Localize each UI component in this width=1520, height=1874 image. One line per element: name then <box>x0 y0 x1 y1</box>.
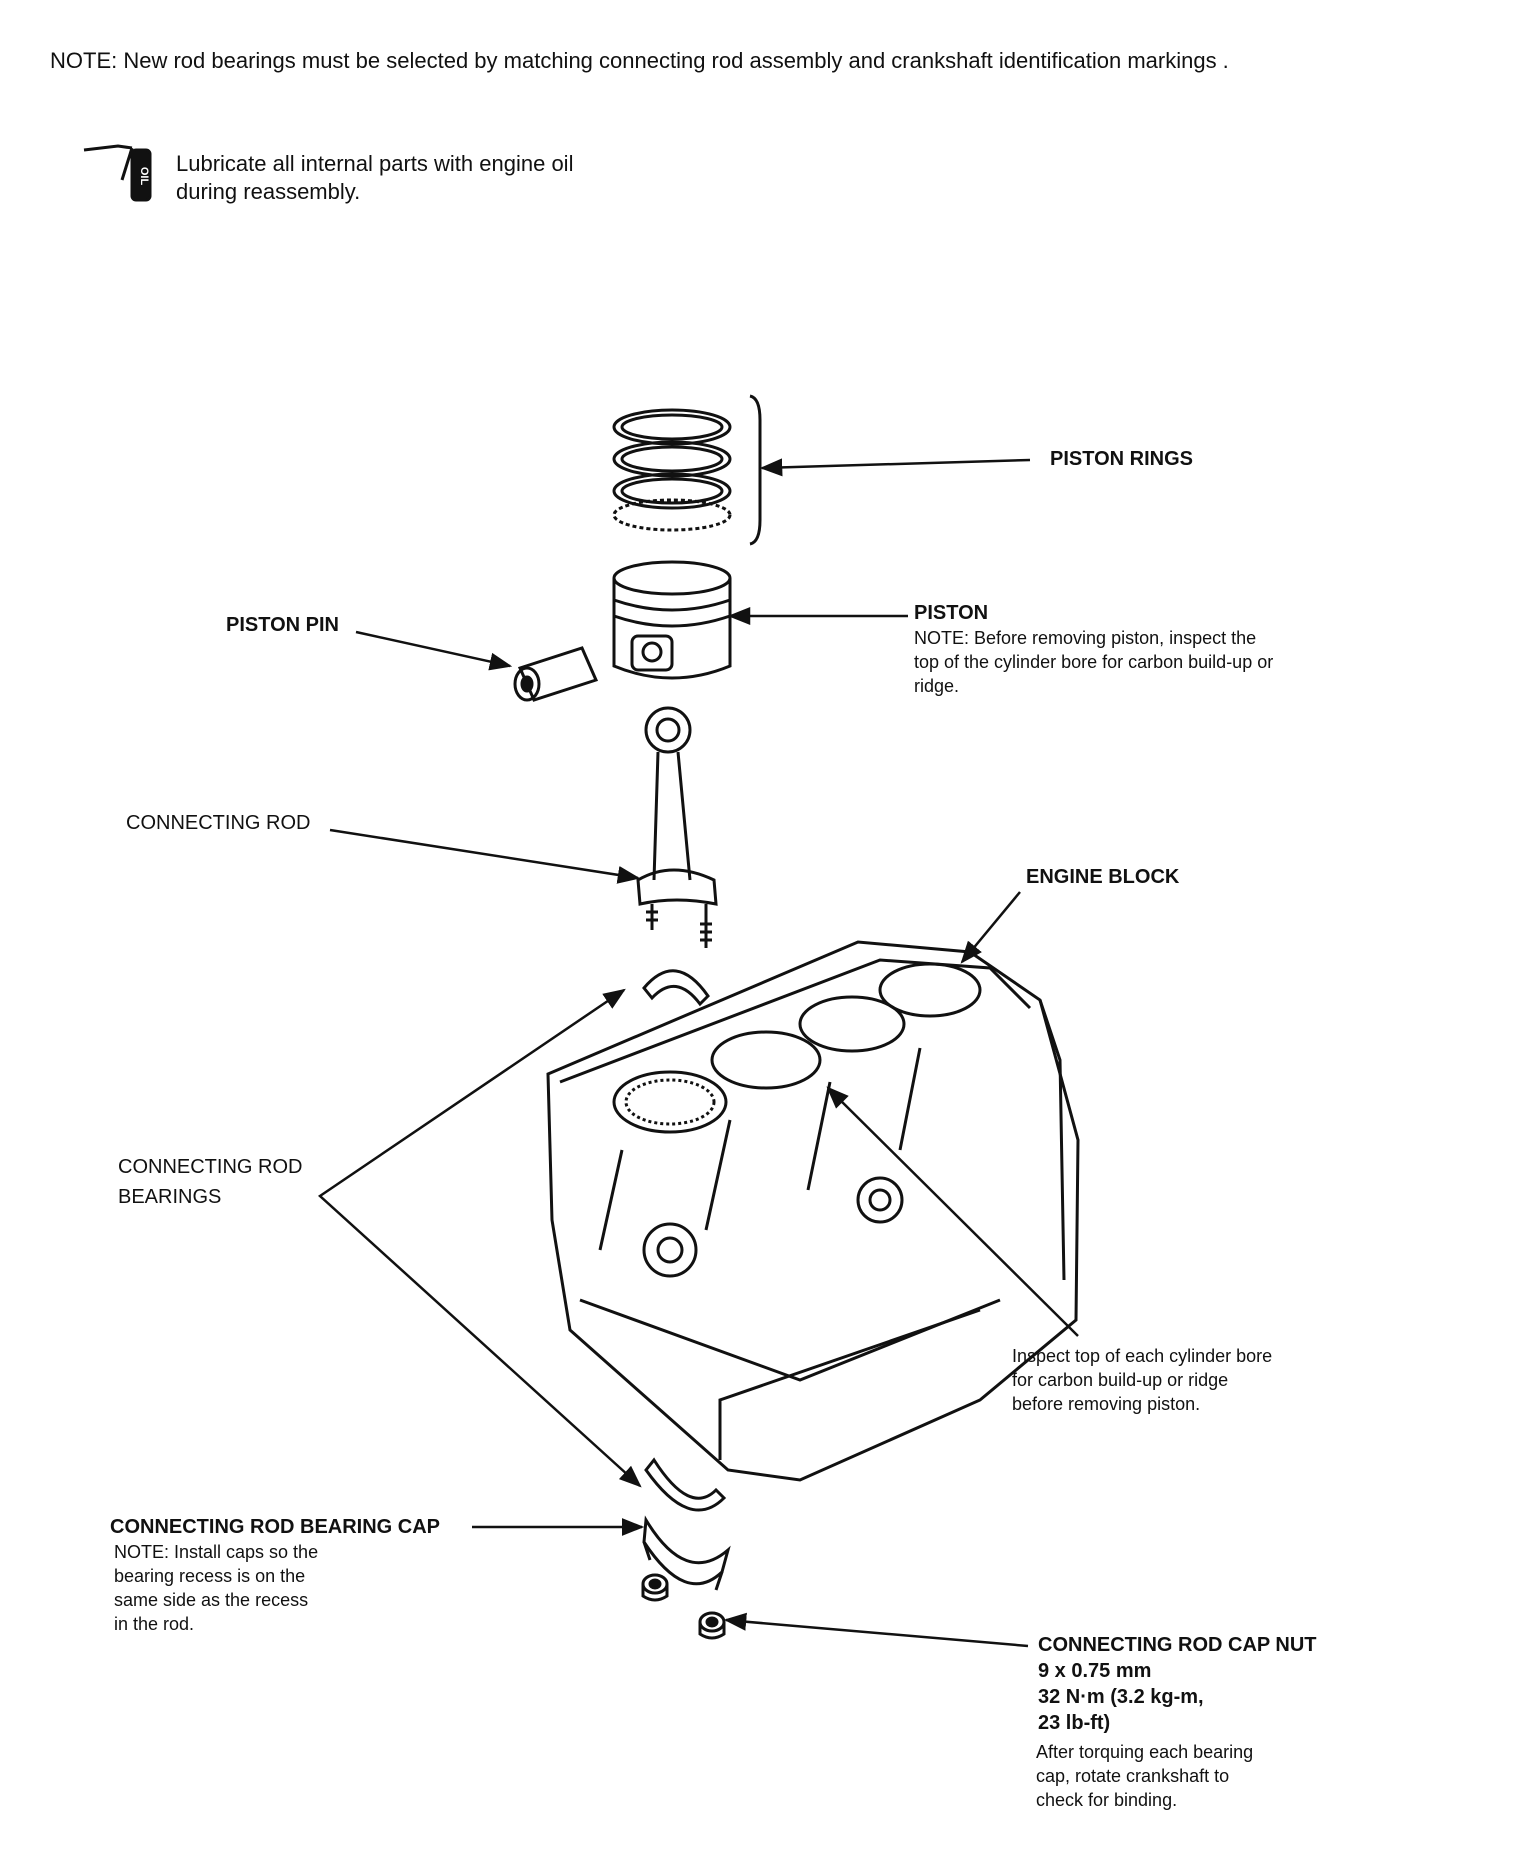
connecting-rod-bearings-label: CONNECTING ROD BEARINGS <box>118 1156 303 1208</box>
piston-rings-label: PISTON RINGS <box>1050 448 1193 470</box>
piston-label: PISTON <box>914 602 989 624</box>
piston-pin-label: PISTON PIN <box>226 614 339 636</box>
piston <box>612 560 732 680</box>
lower-bearing-shell <box>644 1457 727 1512</box>
engine-block <box>546 940 1080 1482</box>
engine-block-label: ENGINE BLOCK <box>1026 866 1180 888</box>
oil-can-icon: OIL <box>83 144 152 202</box>
upper-bearing-shell <box>642 969 710 1007</box>
cap-nuts <box>641 1573 726 1640</box>
cap-nut-note: After torquing each bearing cap, rotate … <box>1036 1742 1254 1810</box>
piston-rings <box>612 394 762 546</box>
connecting-rod <box>636 706 718 948</box>
cylinder-bore-note: Inspect top of each cylinder bore for ca… <box>1012 1346 1273 1414</box>
bearing-cap <box>642 1515 731 1591</box>
bearing-cap-note: NOTE: Install caps so the bearing recess… <box>114 1542 319 1634</box>
bearing-cap-label: CONNECTING ROD BEARING CAP <box>110 1516 441 1538</box>
piston-note: NOTE: Before removing piston, inspect th… <box>914 628 1274 696</box>
piston-pin <box>513 646 599 702</box>
header-note: NOTE: New rod bearings must be selected … <box>50 48 1229 73</box>
cap-nut-label: CONNECTING ROD CAP NUT <box>1038 1634 1317 1656</box>
cap-nut-spec: 9 x 0.75 mm 32 N·m (3.2 kg-m, 23 lb-ft) <box>1038 1660 1204 1734</box>
oil-icon-text: OIL <box>138 167 150 186</box>
leader-lines <box>317 458 1079 1648</box>
connecting-rod-label: CONNECTING ROD <box>126 812 311 834</box>
oil-lubrication-note: Lubricate all internal parts with engine… <box>176 151 574 204</box>
